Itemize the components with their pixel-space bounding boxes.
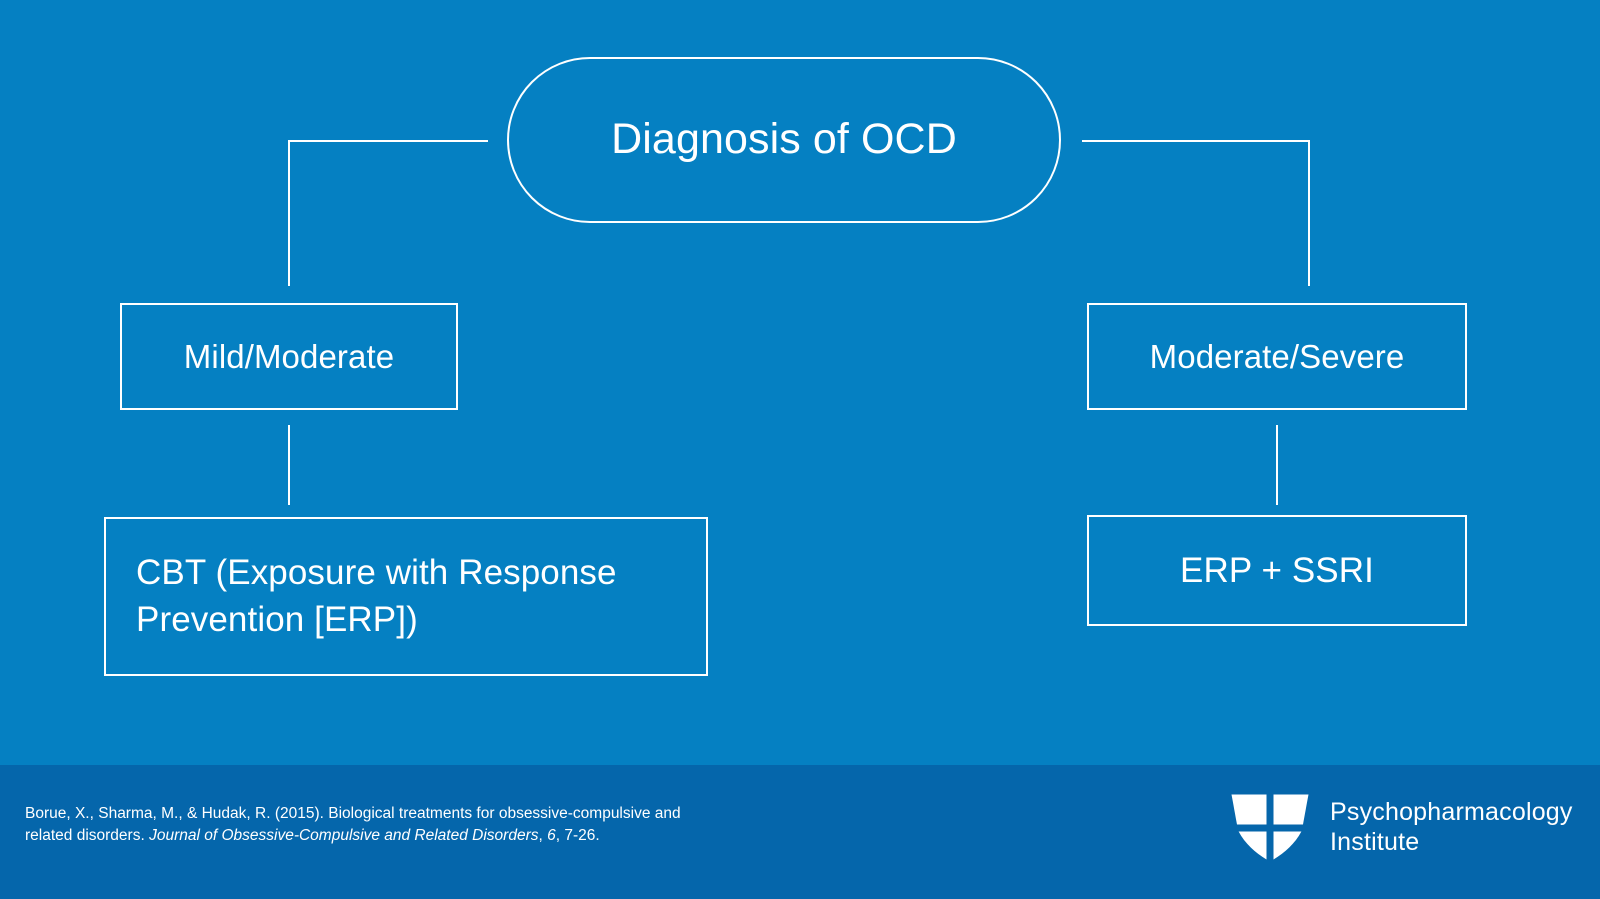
citation-journal: Journal of Obsessive-Compulsive and Rela… [149,827,539,845]
flowchart-node-erp-plus-ssri: ERP + SSRI [1087,515,1467,626]
citation-reference: Borue, X., Sharma, M., & Hudak, R. (2015… [25,803,715,848]
citation-pages: 7-26. [564,827,600,845]
connector-root-to-severe-vertical [1308,140,1310,286]
citation-article-title: Biological treatments for obsessive-comp… [25,805,681,845]
flowchart-node-cbt-erp: CBT (Exposure with Response Prevention [… [104,517,708,676]
slide-footer-background [0,765,1600,899]
brand-line-1: Psychopharmacology [1330,797,1573,826]
shield-icon [1231,794,1309,860]
slide-body-background [0,0,1600,765]
flowchart-node-diagnosis: Diagnosis of OCD [507,57,1061,223]
connector-root-to-mild-vertical [288,140,290,286]
connector-severe-to-erp [1276,425,1278,505]
brand-logo-text: Psychopharmacology Institute [1330,797,1573,858]
brand-line-2: Institute [1330,828,1420,856]
flowchart-node-mild-moderate: Mild/Moderate [120,303,458,410]
brand-logo: Psychopharmacology Institute [1228,788,1573,866]
citation-comma-2: , [555,827,565,845]
citation-comma-1: , [538,827,548,845]
citation-authors-year: Borue, X., Sharma, M., & Hudak, R. (2015… [25,805,324,822]
connector-root-to-mild-horizontal [288,140,488,142]
connector-mild-to-cbt [288,425,290,505]
flowchart-node-moderate-severe: Moderate/Severe [1087,303,1467,410]
citation-volume: 6 [547,827,556,845]
connector-root-to-severe-horizontal [1082,140,1310,142]
